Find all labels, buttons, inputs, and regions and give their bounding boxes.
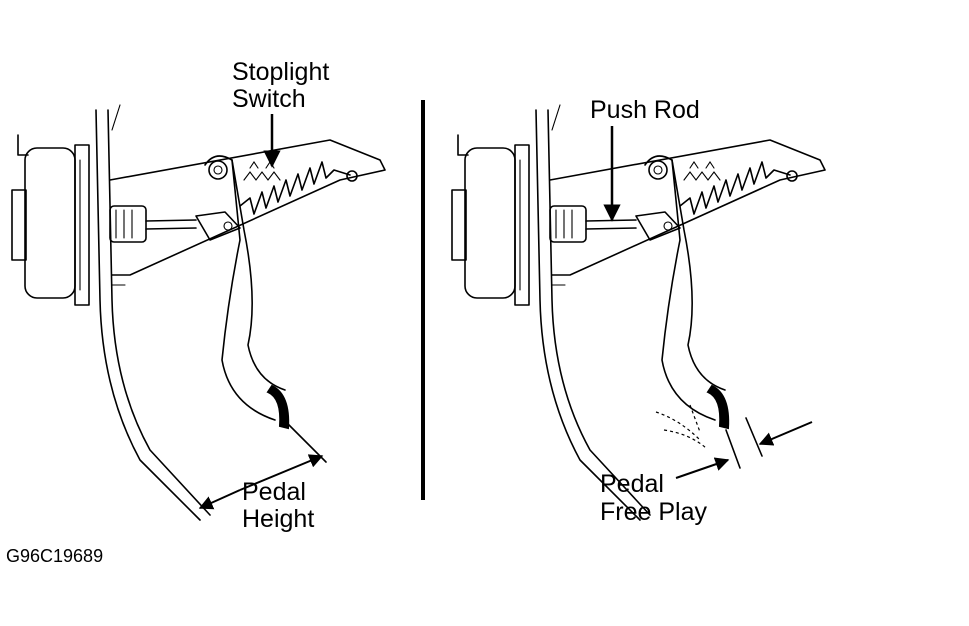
pedal-height-extension-line [283,419,327,463]
push-rod-label: Push Rod [590,96,700,124]
free-play-extension-right [745,417,763,457]
pedal-height-label-line2: Height [242,505,314,533]
stoplight-switch-label-line1: Stoplight [232,58,329,86]
stoplight-switch-label-line2: Switch [232,85,306,113]
figure-code: G96C19689 [6,546,103,566]
pedal-free-play-label-line2: Free Play [600,498,707,526]
pedal-height-arrow-right [239,454,324,491]
free-play-arrow-right [758,421,813,446]
right-pedal-assembly [451,104,826,521]
pedal-height-arrow-left [198,489,241,510]
pedal-height-label-line1: Pedal [242,478,306,506]
left-pedal-assembly [11,104,386,521]
free-play-extension-left [725,429,741,469]
pedal-free-play-label-line1: Pedal [600,470,664,498]
free-play-arrow-left [675,457,730,479]
